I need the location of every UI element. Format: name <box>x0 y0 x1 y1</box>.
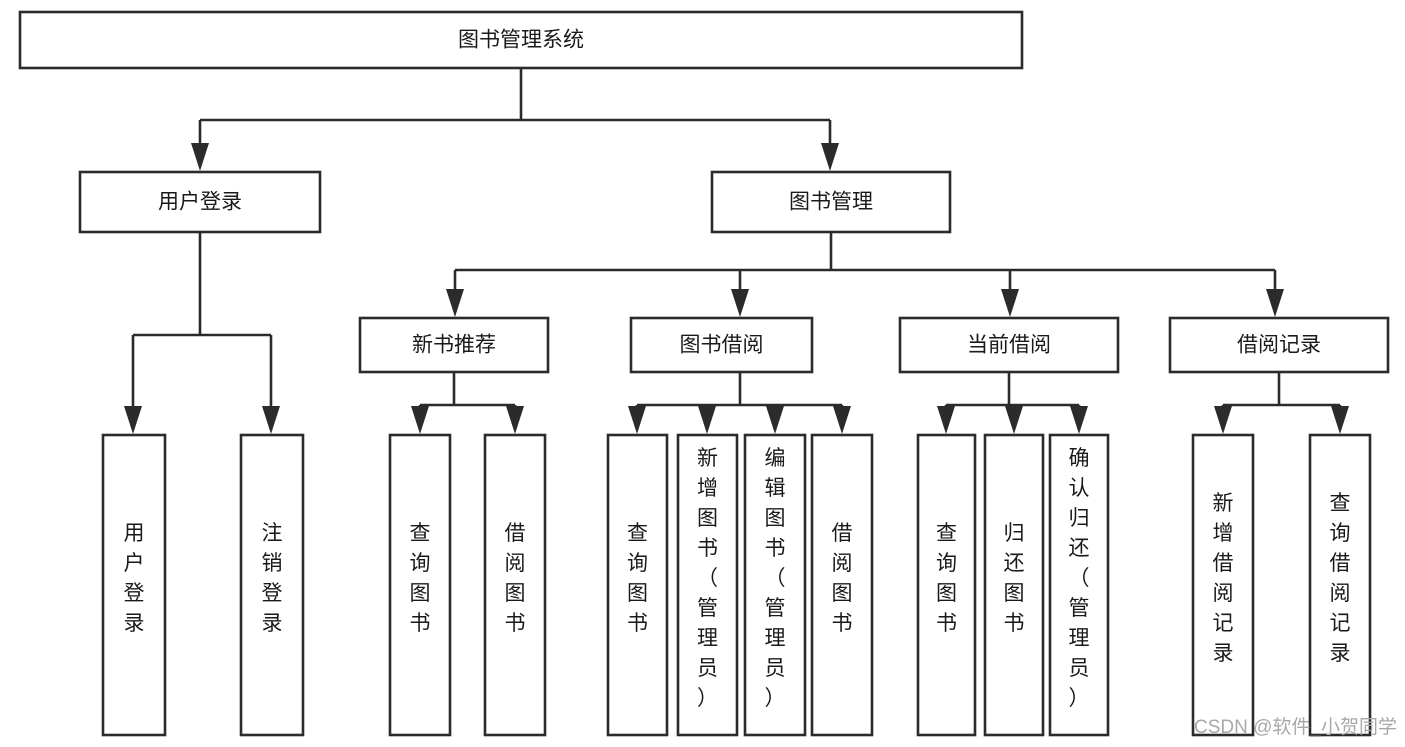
connector-group <box>446 232 1284 317</box>
node-box[interactable] <box>239 433 305 737</box>
node-leaf-leaf-query-book-bb[interactable]: 查询图书 <box>606 433 669 737</box>
arrow-head-icon <box>124 406 142 434</box>
node-box[interactable] <box>676 433 739 737</box>
node-box[interactable] <box>983 433 1045 737</box>
node-l3-current-borrow[interactable]: 当前借阅 <box>898 316 1120 374</box>
node-leaf-leaf-query-book-cb[interactable]: 查询图书 <box>916 433 977 737</box>
node-box[interactable] <box>483 433 547 737</box>
node-leaf-leaf-borrow-book-rec[interactable]: 借阅图书 <box>483 433 547 737</box>
node-label: 确认归还（管理员） <box>1069 447 1090 710</box>
node-label: 新增图书（管理员） <box>697 447 718 710</box>
node-box[interactable] <box>810 433 874 737</box>
node-l3-book-borrow[interactable]: 图书借阅 <box>629 316 814 374</box>
node-box[interactable] <box>743 433 807 737</box>
arrow-head-icon <box>1070 406 1088 434</box>
node-label: 图书借阅 <box>680 334 764 357</box>
arrow-head-icon <box>833 406 851 434</box>
arrow-head-icon <box>1005 406 1023 434</box>
node-leaf-leaf-user-login[interactable]: 用户登录 <box>101 433 167 737</box>
node-leaf-leaf-borrow-book-bb[interactable]: 借阅图书 <box>810 433 874 737</box>
arrow-head-icon <box>1331 406 1349 434</box>
node-label: 查询图书 <box>410 522 431 635</box>
arrow-head-icon <box>937 406 955 434</box>
node-label: 归还图书 <box>1004 522 1025 635</box>
node-label: 查询借阅记录 <box>1330 492 1351 665</box>
node-box[interactable] <box>101 433 167 737</box>
node-box[interactable] <box>916 433 977 737</box>
node-label: 用户登录 <box>158 191 242 214</box>
node-leaf-leaf-add-borrow-record[interactable]: 新增借阅记录 <box>1191 433 1255 737</box>
node-box[interactable] <box>78 170 322 234</box>
arrow-head-icon <box>1214 406 1232 434</box>
arrow-head-icon <box>821 143 839 171</box>
node-label: 新书推荐 <box>412 334 496 357</box>
connector-group <box>628 372 851 434</box>
node-leaf-leaf-add-book-admin[interactable]: 新增图书（管理员） <box>676 433 739 737</box>
arrow-head-icon <box>766 406 784 434</box>
arrow-head-icon <box>262 406 280 434</box>
nodes-layer: 图书管理系统用户登录图书管理新书推荐图书借阅当前借阅借阅记录用户登录注销登录查询… <box>18 10 1390 737</box>
node-box[interactable] <box>1308 433 1372 737</box>
node-l3-new-book-rec[interactable]: 新书推荐 <box>358 316 550 374</box>
node-box[interactable] <box>1191 433 1255 737</box>
connector-group <box>124 232 280 434</box>
connectors-layer <box>124 68 1349 434</box>
arrow-head-icon <box>1001 289 1019 317</box>
connector-group <box>411 372 524 434</box>
node-label: 借阅图书 <box>832 522 853 635</box>
node-label: 图书管理 <box>789 191 873 214</box>
node-label: 图书管理系统 <box>458 29 584 52</box>
node-label: 注销登录 <box>262 522 283 635</box>
node-label: 用户登录 <box>124 522 145 635</box>
node-box[interactable] <box>1168 316 1390 374</box>
arrow-head-icon <box>411 406 429 434</box>
arrow-head-icon <box>698 406 716 434</box>
connector-group <box>191 68 839 171</box>
arrow-head-icon <box>446 289 464 317</box>
node-box[interactable] <box>358 316 550 374</box>
node-box[interactable] <box>388 433 452 737</box>
node-l2-user-login[interactable]: 用户登录 <box>78 170 322 234</box>
node-label: 编辑图书（管理员） <box>765 447 786 710</box>
node-leaf-leaf-user-logout[interactable]: 注销登录 <box>239 433 305 737</box>
node-box[interactable] <box>1048 433 1110 737</box>
node-leaf-leaf-edit-book-admin[interactable]: 编辑图书（管理员） <box>743 433 807 737</box>
arrow-head-icon <box>191 143 209 171</box>
node-label: 借阅记录 <box>1237 334 1321 357</box>
node-label: 借阅图书 <box>505 522 526 635</box>
node-leaf-leaf-query-borrow-record[interactable]: 查询借阅记录 <box>1308 433 1372 737</box>
node-box[interactable] <box>18 10 1024 70</box>
arrow-head-icon <box>731 289 749 317</box>
node-box[interactable] <box>898 316 1120 374</box>
node-root-root[interactable]: 图书管理系统 <box>18 10 1024 70</box>
node-box[interactable] <box>606 433 669 737</box>
node-label: 查询图书 <box>936 522 957 635</box>
connector-group <box>1214 372 1349 434</box>
node-box[interactable] <box>710 170 952 234</box>
connector-group <box>937 372 1088 434</box>
arrow-head-icon <box>506 406 524 434</box>
node-label: 当前借阅 <box>967 334 1051 357</box>
node-l2-book-manage[interactable]: 图书管理 <box>710 170 952 234</box>
node-label: 查询图书 <box>627 522 648 635</box>
node-l3-borrow-record[interactable]: 借阅记录 <box>1168 316 1390 374</box>
node-label: 新增借阅记录 <box>1213 492 1234 665</box>
node-box[interactable] <box>629 316 814 374</box>
node-leaf-leaf-query-book-rec[interactable]: 查询图书 <box>388 433 452 737</box>
arrow-head-icon <box>1266 289 1284 317</box>
node-leaf-leaf-confirm-return-admin[interactable]: 确认归还（管理员） <box>1048 433 1110 737</box>
arrow-head-icon <box>628 406 646 434</box>
node-leaf-leaf-return-book[interactable]: 归还图书 <box>983 433 1045 737</box>
